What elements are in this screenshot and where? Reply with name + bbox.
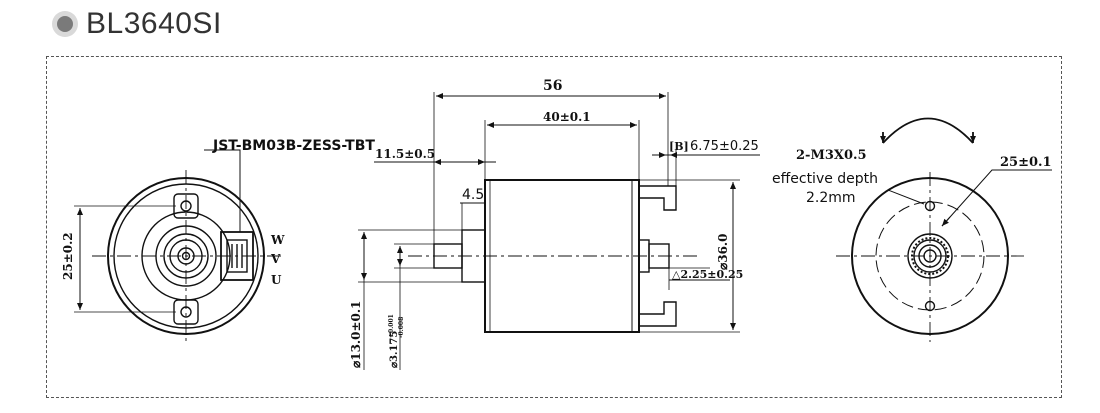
rear-view: [74, 149, 282, 342]
shaft-tolerance-lower: -0.008: [398, 317, 405, 338]
shaft-diameter-dimension: ⌀3.175: [389, 331, 400, 368]
boss-diameter-dimension: ⌀13.0±0.1: [349, 301, 363, 368]
shaft-tolerance-upper: +0.001: [388, 314, 395, 338]
tab-dimension: 6.75±0.25: [690, 139, 759, 154]
shaft-length-dimension: 11.5±0.5: [375, 147, 435, 161]
depth-label-line2: 2.2mm: [806, 190, 856, 206]
rear-height-dimension: 25±0.2: [61, 232, 75, 280]
side-view: [358, 92, 760, 370]
phase-v-label: V: [270, 252, 281, 266]
tab-marker-label: [B]: [669, 140, 689, 153]
phase-w-label: W: [270, 233, 285, 247]
drawing-frame: [46, 56, 1062, 398]
depth-label-line1: effective depth: [772, 171, 878, 187]
thread-label: 2-M3X0.5: [796, 148, 867, 163]
body-length-dimension: 40±0.1: [543, 110, 591, 124]
offset-dimension: △2.25±0.25: [672, 268, 743, 281]
body-diameter-dimension: ⌀36.0: [716, 234, 730, 270]
total-length-dimension: 56: [543, 78, 562, 94]
header: BL3640SI: [52, 4, 222, 44]
page-title: BL3640SI: [86, 7, 222, 40]
boss-length-dimension: 4.5: [462, 187, 484, 203]
hole-spacing-dimension: 25±0.1: [1000, 155, 1052, 170]
title-bullet-icon: [52, 11, 78, 37]
connector-label: JST-BM03B-ZESS-TBT: [212, 138, 375, 154]
phase-u-label: U: [271, 273, 282, 287]
front-view: [836, 117, 1052, 342]
